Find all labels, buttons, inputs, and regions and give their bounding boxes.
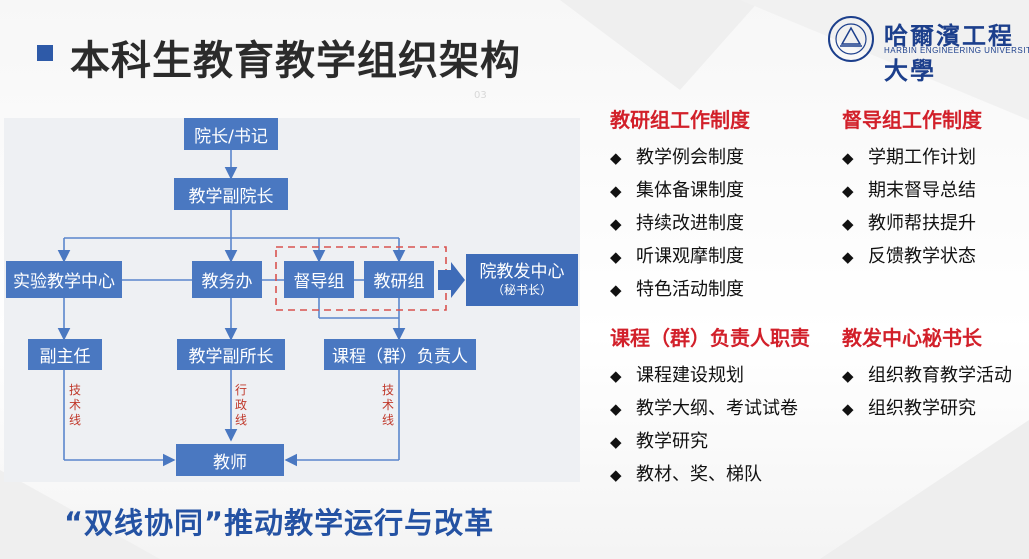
- university-name-en: HARBIN ENGINEERING UNIVERSITY: [884, 46, 1029, 55]
- diamond-bullet-icon: ◆: [610, 149, 622, 167]
- diamond-bullet-icon: ◆: [610, 281, 622, 299]
- section-title: 教研组工作制度: [610, 108, 750, 132]
- slogan: “双线协同”推动教学运行与改革: [64, 506, 495, 540]
- university-name-cn: 哈爾濱工程大學: [884, 21, 1014, 85]
- list-item: ◆教学大纲、考试试卷: [610, 392, 810, 425]
- diamond-bullet-icon: ◆: [610, 182, 622, 200]
- section-title: 课程（群）负责人职责: [610, 326, 810, 350]
- list-item: ◆组织教学研究: [842, 392, 1012, 425]
- section-course-leader: 课程（群）负责人职责 ◆课程建设规划 ◆教学大纲、考试试卷 ◆教学研究 ◆教材、…: [610, 322, 810, 491]
- section-list: ◆学期工作计划 ◆期末督导总结 ◆教师帮扶提升 ◆反馈教学状态: [842, 141, 982, 273]
- section-dev-center: 教发中心秘书长 ◆组织教育教学活动 ◆组织教学研究: [842, 322, 1012, 425]
- university-seal-icon: [828, 16, 874, 62]
- diamond-bullet-icon: ◆: [610, 367, 622, 385]
- node-academic-office: 教务办: [192, 261, 262, 298]
- list-item: ◆教师帮扶提升: [842, 207, 982, 240]
- node-dev-center: 院教发中心 （秘书长）: [466, 254, 578, 306]
- list-item: ◆教学研究: [610, 425, 810, 458]
- section-teaching-research: 教研组工作制度 ◆教学例会制度 ◆集体备课制度 ◆持续改进制度 ◆听课观摩制度 …: [610, 104, 750, 306]
- page-title: 本科生教育教学组织架构: [70, 38, 521, 84]
- diamond-bullet-icon: ◆: [610, 400, 622, 418]
- dev-center-sublabel: （秘书长）: [491, 283, 552, 298]
- block-arrow-right-icon: [438, 262, 465, 298]
- list-item: ◆集体备课制度: [610, 174, 750, 207]
- section-list: ◆课程建设规划 ◆教学大纲、考试试卷 ◆教学研究 ◆教材、奖、梯队: [610, 359, 810, 491]
- line-label-technical-left: 技术线: [68, 383, 82, 428]
- node-course-leader: 课程（群）负责人: [324, 339, 476, 370]
- node-teacher: 教师: [176, 444, 284, 476]
- page-number: 03: [474, 90, 487, 101]
- list-item: ◆组织教育教学活动: [842, 359, 1012, 392]
- node-teaching-research-group: 教研组: [364, 261, 434, 298]
- org-chart: 院长/书记 教学副院长 实验教学中心 教务办 督导组 教研组 院教发中心 （秘书…: [4, 118, 580, 482]
- node-dean: 院长/书记: [184, 118, 278, 150]
- group-highlight-box: [275, 246, 447, 311]
- list-item: ◆学期工作计划: [842, 141, 982, 174]
- list-item: ◆反馈教学状态: [842, 240, 982, 273]
- list-item: ◆听课观摩制度: [610, 240, 750, 273]
- diamond-bullet-icon: ◆: [842, 215, 854, 233]
- node-lab-center: 实验教学中心: [6, 261, 122, 298]
- org-chart-connectors: [57, 150, 465, 467]
- diamond-bullet-icon: ◆: [610, 466, 622, 484]
- diamond-bullet-icon: ◆: [842, 182, 854, 200]
- section-list: ◆教学例会制度 ◆集体备课制度 ◆持续改进制度 ◆听课观摩制度 ◆特色活动制度: [610, 141, 750, 306]
- list-item: ◆教材、奖、梯队: [610, 458, 810, 491]
- list-item: ◆教学例会制度: [610, 141, 750, 174]
- list-item: ◆课程建设规划: [610, 359, 810, 392]
- section-list: ◆组织教育教学活动 ◆组织教学研究: [842, 359, 1012, 425]
- section-supervision: 督导组工作制度 ◆学期工作计划 ◆期末督导总结 ◆教师帮扶提升 ◆反馈教学状态: [842, 104, 982, 273]
- node-deputy-director: 副主任: [28, 339, 102, 370]
- university-logo: 哈爾濱工程大學 HARBIN ENGINEERING UNIVERSITY: [826, 14, 1029, 85]
- diamond-bullet-icon: ◆: [842, 149, 854, 167]
- node-vice-director: 教学副所长: [177, 339, 285, 370]
- line-label-technical-right: 技术线: [381, 383, 395, 428]
- node-vice-dean: 教学副院长: [174, 178, 288, 210]
- section-title: 督导组工作制度: [842, 108, 982, 132]
- node-supervision-group: 督导组: [284, 261, 354, 298]
- square-bullet-icon: [37, 45, 53, 61]
- diamond-bullet-icon: ◆: [610, 433, 622, 451]
- section-title: 教发中心秘书长: [842, 326, 982, 350]
- list-item: ◆持续改进制度: [610, 207, 750, 240]
- diamond-bullet-icon: ◆: [842, 400, 854, 418]
- list-item: ◆期末督导总结: [842, 174, 982, 207]
- diamond-bullet-icon: ◆: [842, 248, 854, 266]
- list-item: ◆特色活动制度: [610, 273, 750, 306]
- dev-center-label: 院教发中心: [479, 261, 565, 282]
- line-label-administrative: 行政线: [234, 383, 248, 428]
- diamond-bullet-icon: ◆: [610, 215, 622, 233]
- diamond-bullet-icon: ◆: [610, 248, 622, 266]
- diamond-bullet-icon: ◆: [842, 367, 854, 385]
